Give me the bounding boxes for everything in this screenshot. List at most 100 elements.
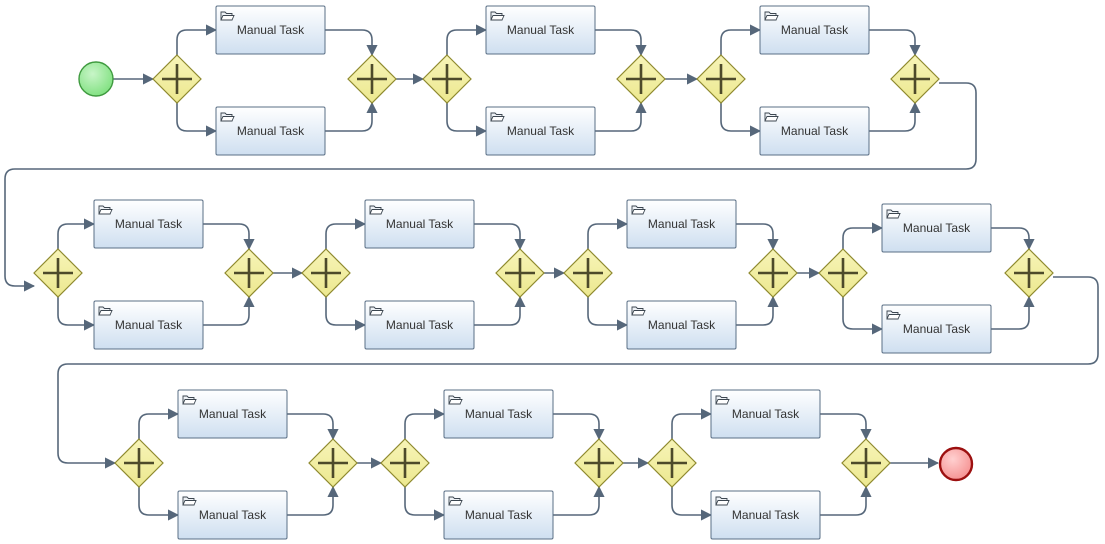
end-event[interactable] xyxy=(938,446,974,482)
manual-task[interactable]: Manual Task xyxy=(710,389,821,439)
manual-task[interactable]: Manual Task xyxy=(759,106,870,156)
sequence-flow[interactable] xyxy=(287,485,339,516)
plus-icon xyxy=(758,258,788,288)
sequence-flow[interactable] xyxy=(404,408,446,439)
sequence-flow[interactable] xyxy=(587,218,629,249)
split-gateway[interactable] xyxy=(33,248,83,298)
sequence-flow[interactable] xyxy=(203,223,255,251)
sequence-flow[interactable] xyxy=(869,101,921,132)
join-gateway[interactable] xyxy=(224,248,274,298)
manual-task[interactable]: Manual Task xyxy=(710,490,821,540)
sequence-flow[interactable] xyxy=(325,297,367,331)
join-gateway[interactable] xyxy=(347,54,397,104)
folder-icon xyxy=(448,496,463,506)
folder-icon xyxy=(448,395,463,405)
manual-task[interactable]: Manual Task xyxy=(626,199,737,249)
sequence-flow[interactable] xyxy=(325,29,378,57)
sequence-flow[interactable] xyxy=(138,487,180,521)
folder-icon xyxy=(490,112,505,122)
task-label: Manual Task xyxy=(237,124,305,138)
sequence-flow[interactable] xyxy=(474,223,526,251)
sequence-flow[interactable] xyxy=(720,103,762,137)
manual-task[interactable]: Manual Task xyxy=(443,490,554,540)
manual-task[interactable]: Manual Task xyxy=(485,5,596,55)
split-gateway[interactable] xyxy=(696,54,746,104)
sequence-flow[interactable] xyxy=(446,103,488,137)
sequence-flow[interactable] xyxy=(57,276,1099,469)
manual-task[interactable]: Manual Task xyxy=(177,490,288,540)
join-gateway[interactable] xyxy=(841,438,891,488)
sequence-flow[interactable] xyxy=(820,413,872,441)
sequence-flow[interactable] xyxy=(57,297,96,331)
sequence-flow[interactable] xyxy=(553,413,605,441)
split-gateway[interactable] xyxy=(301,248,351,298)
join-gateway[interactable] xyxy=(1004,248,1054,298)
plus-icon xyxy=(162,64,192,94)
sequence-flow[interactable] xyxy=(57,218,96,249)
split-gateway[interactable] xyxy=(152,54,202,104)
plus-icon xyxy=(390,448,420,478)
folder-icon xyxy=(220,11,235,21)
manual-task[interactable]: Manual Task xyxy=(215,5,326,55)
sequence-flow[interactable] xyxy=(203,295,255,326)
plus-icon xyxy=(900,64,930,94)
join-gateway[interactable] xyxy=(748,248,798,298)
sequence-flow[interactable] xyxy=(736,223,779,251)
sequence-flow[interactable] xyxy=(671,487,713,521)
sequence-flow[interactable] xyxy=(671,408,713,439)
sequence-flow[interactable] xyxy=(587,297,629,331)
split-gateway[interactable] xyxy=(422,54,472,104)
task-label: Manual Task xyxy=(386,318,454,332)
split-gateway[interactable] xyxy=(818,248,868,298)
join-gateway[interactable] xyxy=(616,54,666,104)
sequence-flow[interactable] xyxy=(595,101,647,132)
manual-task[interactable]: Manual Task xyxy=(485,106,596,156)
manual-task[interactable]: Manual Task xyxy=(443,389,554,439)
manual-task[interactable]: Manual Task xyxy=(177,389,288,439)
sequence-flow[interactable] xyxy=(325,218,367,249)
task-label: Manual Task xyxy=(732,407,800,421)
join-gateway[interactable] xyxy=(495,248,545,298)
sequence-flow[interactable] xyxy=(287,413,339,441)
manual-task[interactable]: Manual Task xyxy=(364,199,475,249)
manual-task[interactable]: Manual Task xyxy=(364,300,475,350)
join-gateway[interactable] xyxy=(890,54,940,104)
sequence-flow[interactable] xyxy=(991,227,1035,251)
sequence-flow[interactable] xyxy=(325,101,378,132)
split-gateway[interactable] xyxy=(114,438,164,488)
sequence-flow[interactable] xyxy=(991,295,1035,330)
manual-task[interactable]: Manual Task xyxy=(881,304,992,354)
join-gateway[interactable] xyxy=(308,438,358,488)
sequence-flow[interactable] xyxy=(869,29,921,57)
start-event[interactable] xyxy=(78,61,114,97)
sequence-flow[interactable] xyxy=(720,24,762,55)
sequence-flow[interactable] xyxy=(842,297,884,335)
split-gateway[interactable] xyxy=(563,248,613,298)
join-gateway[interactable] xyxy=(574,438,624,488)
sequence-flow[interactable] xyxy=(595,29,647,57)
sequence-flow[interactable] xyxy=(176,24,218,55)
folder-icon xyxy=(715,395,730,405)
manual-task[interactable]: Manual Task xyxy=(93,199,204,249)
folder-icon xyxy=(98,306,113,316)
sequence-flow[interactable] xyxy=(842,222,884,249)
manual-task[interactable]: Manual Task xyxy=(759,5,870,55)
sequence-flow[interactable] xyxy=(474,295,526,326)
sequence-flow[interactable] xyxy=(446,24,488,55)
sequence-flow[interactable] xyxy=(176,103,218,137)
task-label: Manual Task xyxy=(237,23,305,37)
manual-task[interactable]: Manual Task xyxy=(215,106,326,156)
manual-task[interactable]: Manual Task xyxy=(93,300,204,350)
split-gateway[interactable] xyxy=(647,438,697,488)
sequence-flow[interactable] xyxy=(404,487,446,521)
manual-task[interactable]: Manual Task xyxy=(626,300,737,350)
plus-icon xyxy=(357,64,387,94)
manual-task[interactable]: Manual Task xyxy=(881,203,992,253)
folder-icon xyxy=(490,11,505,21)
sequence-flow[interactable] xyxy=(553,485,605,516)
sequence-flow[interactable] xyxy=(138,408,180,439)
sequence-flow[interactable] xyxy=(736,295,779,326)
sequence-flow[interactable] xyxy=(820,485,872,516)
sequence-flow[interactable] xyxy=(4,82,977,292)
split-gateway[interactable] xyxy=(380,438,430,488)
